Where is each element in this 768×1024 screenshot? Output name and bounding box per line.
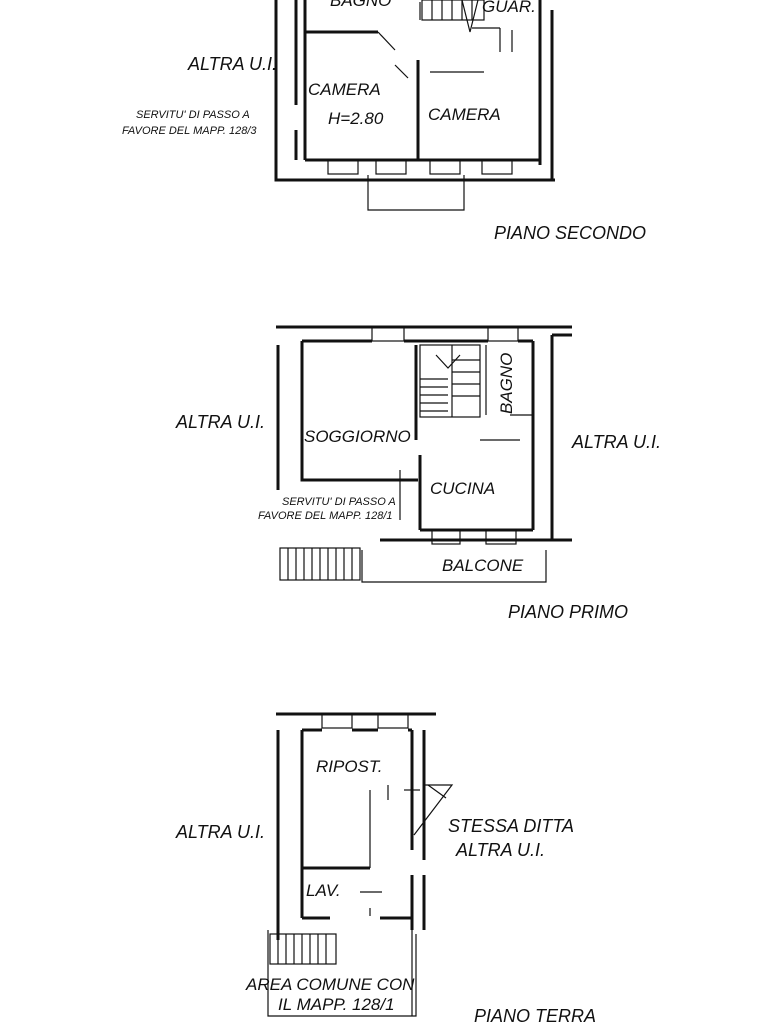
room-label-storage: RIPOST. — [316, 757, 382, 776]
floor-title: PIANO PRIMO — [508, 602, 628, 622]
room-label-closet: GUAR. — [482, 0, 536, 16]
room-label-living: SOGGIORNO — [304, 427, 411, 446]
easement-note-line1: SERVITU' DI PASSO A — [282, 496, 396, 508]
easement-note-line2: FAVORE DEL MAPP. 128/1 — [258, 510, 393, 522]
external-stairs-ground-floor — [267, 930, 417, 1017]
room-label-balcony: BALCONE — [442, 556, 524, 575]
plan-first-floor: ALTRA U.I. SOGGIORNO BAGNO ALTRA U.I. CU… — [175, 325, 661, 622]
room-height-label: H=2.80 — [328, 109, 384, 128]
plan-ground-floor: RIPOST. ALTRA U.I. STESSA DITTA ALTRA U.… — [175, 712, 596, 1024]
stairs-second-floor — [421, 0, 485, 33]
room-label-kitchen: CUCINA — [430, 479, 495, 498]
room-label-laundry: LAV. — [306, 881, 341, 900]
floor-title: PIANO TERRA — [474, 1006, 596, 1024]
easement-note-line2: FAVORE DEL MAPP. 128/3 — [122, 125, 257, 137]
room-label-bedroom-right: CAMERA — [428, 105, 501, 124]
same-owner-label: STESSA DITTA — [448, 816, 574, 836]
neighbor-label-left: ALTRA U.I. — [175, 412, 265, 432]
neighbor-label-left: ALTRA U.I. — [175, 822, 265, 842]
floor-title: PIANO SECONDO — [494, 223, 646, 243]
common-area-line1: AREA COMUNE CON — [245, 975, 415, 994]
common-area-line2: IL MAPP. 128/1 — [278, 995, 395, 1014]
easement-note-line1: SERVITU' DI PASSO A — [136, 109, 250, 121]
room-label-bedroom-left: CAMERA — [308, 80, 381, 99]
room-label-bathroom: BAGNO — [497, 353, 516, 414]
external-stairs-first-floor — [279, 547, 361, 581]
neighbor-label-right: ALTRA U.I. — [455, 840, 545, 860]
room-label-bathroom: BAGNO — [330, 0, 391, 10]
stairs-first-floor — [419, 344, 481, 418]
neighbor-label-right: ALTRA U.I. — [571, 432, 661, 452]
neighbor-label-left: ALTRA U.I. — [187, 54, 277, 74]
plan-second-floor: BAGNO GUAR. ALTRA U.I. CAMERA H=2.80 CAM… — [122, 0, 646, 243]
